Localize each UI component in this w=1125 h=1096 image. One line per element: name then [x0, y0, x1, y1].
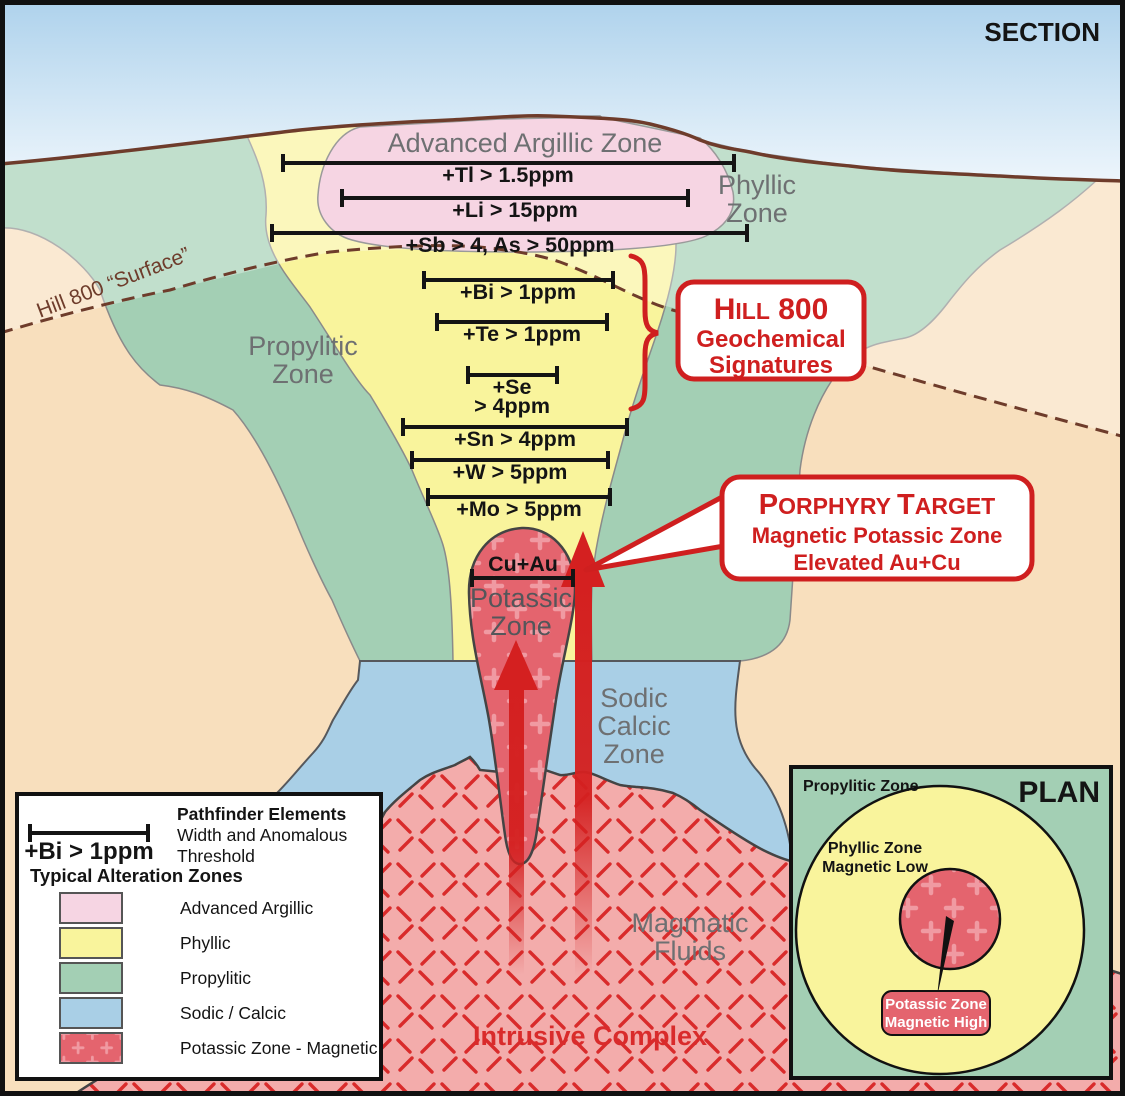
legend-swatch-advanced-argillic: [59, 892, 123, 924]
svg-text:Potassic Zone - Magnetic: Potassic Zone - Magnetic: [180, 1038, 378, 1058]
svg-text:> 4ppm: > 4ppm: [474, 394, 550, 418]
svg-text:Threshold: Threshold: [177, 846, 255, 866]
pathfinder-bar-li: +Li > 15ppm: [340, 189, 690, 222]
legend: +Bi > 1ppm Pathfinder Elements Width and…: [15, 792, 383, 1081]
svg-text:Calcic: Calcic: [597, 711, 671, 741]
svg-text:Cu+Au: Cu+Au: [488, 552, 558, 576]
svg-text:+Te > 1ppm: +Te > 1ppm: [463, 322, 581, 346]
svg-text:Magmatic: Magmatic: [631, 908, 748, 938]
advanced-argillic-zone-region: [317, 116, 735, 253]
legend-sample-bar: +Bi > 1ppm: [24, 824, 154, 865]
svg-text:Propylitic: Propylitic: [248, 331, 358, 361]
pathfinder-bar-cuau: Cu+Au: [470, 552, 575, 587]
magmatic-fluids-label: Magmatic Fluids: [631, 908, 748, 966]
svg-text:Phyllic: Phyllic: [180, 933, 231, 953]
sodic-calcic-label: Sodic Calcic Zone: [597, 683, 671, 769]
propylitic-label: Propylitic Zone: [248, 331, 358, 389]
svg-text:+W > 5ppm: +W > 5ppm: [453, 460, 568, 484]
svg-text:Elevated Au+Cu: Elevated Au+Cu: [793, 550, 960, 575]
svg-text:+Bi > 1ppm: +Bi > 1ppm: [460, 280, 576, 304]
advanced-argillic-label: Advanced Argillic Zone: [388, 128, 663, 158]
svg-text:+Se: +Se: [493, 375, 532, 399]
legend-swatch-potassic: [59, 1032, 123, 1064]
svg-text:Zone: Zone: [603, 739, 665, 769]
svg-text:Phyllic: Phyllic: [718, 170, 796, 200]
phyllic-label: Phyllic Zone: [718, 170, 796, 228]
pathfinder-bar-tl: +Tl > 1.5ppm: [281, 154, 736, 187]
svg-text:Propylitic Zone: Propylitic Zone: [803, 778, 919, 795]
hill800-surface-line: [0, 244, 1125, 439]
svg-text:Zone: Zone: [272, 359, 334, 389]
svg-text:Advanced Argillic: Advanced Argillic: [180, 898, 314, 918]
svg-text:Magnetic Potassic Zone: Magnetic Potassic Zone: [752, 523, 1003, 548]
svg-text:Pathfinder Elements: Pathfinder Elements: [177, 804, 346, 824]
geochem-brace: [628, 253, 659, 412]
pathfinder-bar-se: +Se > 4ppm: [466, 366, 559, 418]
hill800-callout: HILL 800 Geochemical Signatures: [675, 279, 867, 382]
pathfinder-bar-mo: +Mo > 5ppm: [426, 488, 612, 521]
plan-potassic-label: Potassic Zone Magnetic High: [881, 990, 991, 1036]
legend-swatch-sodic-calcic: [59, 997, 123, 1029]
svg-text:HILL 800: HILL 800: [714, 293, 829, 326]
svg-text:Propylitic: Propylitic: [180, 968, 251, 988]
surface-line: [0, 114, 1125, 183]
svg-text:Width and Anomalous: Width and Anomalous: [177, 825, 347, 845]
plan-needle: [937, 916, 954, 997]
pathfinder-bar-w: +W > 5ppm: [410, 451, 610, 484]
svg-text:Zone: Zone: [726, 198, 788, 228]
svg-text:Geochemical: Geochemical: [696, 326, 845, 353]
svg-text:Sodic / Calcic: Sodic / Calcic: [180, 1003, 286, 1023]
potassic-label: Potassic Zone: [470, 583, 572, 641]
intrusive-complex-label: Intrusive Complex: [473, 1021, 707, 1051]
svg-text:Typical Alteration Zones: Typical Alteration Zones: [30, 865, 243, 886]
plan-inset: Propylitic Zone PLAN Phyllic Zone Magnet…: [789, 765, 1113, 1080]
svg-text:Fluids: Fluids: [654, 936, 726, 966]
svg-text:Phyllic Zone: Phyllic Zone: [828, 840, 922, 857]
svg-text:Zone: Zone: [490, 611, 552, 641]
legend-swatch-propylitic: [59, 962, 123, 994]
svg-text:PORPHYRY TARGET: PORPHYRY TARGET: [759, 489, 995, 521]
pathfinder-bar-sb-as: +Sb > 4, As > 50ppm: [270, 224, 749, 257]
svg-text:+Tl > 1.5ppm: +Tl > 1.5ppm: [442, 163, 573, 187]
svg-text:Potassic: Potassic: [470, 583, 572, 613]
legend-swatch-phyllic: [59, 927, 123, 959]
svg-text:+Mo > 5ppm: +Mo > 5ppm: [456, 497, 581, 521]
porphyry-target-callout: PORPHYRY TARGET Magnetic Potassic Zone E…: [719, 474, 1035, 582]
pathfinder-bar-sn: +Sn > 4ppm: [401, 418, 629, 451]
svg-text:Potassic Zone: Potassic Zone: [885, 996, 987, 1013]
svg-text:+Li > 15ppm: +Li > 15ppm: [452, 198, 577, 222]
pathfinder-bar-te: +Te > 1ppm: [435, 313, 609, 346]
svg-text:+Sb > 4, As > 50ppm: +Sb > 4, As > 50ppm: [406, 233, 615, 257]
svg-text:Magnetic High: Magnetic High: [885, 1014, 988, 1031]
plan-title: PLAN: [1018, 776, 1100, 809]
svg-text:Sodic: Sodic: [600, 683, 668, 713]
section-title: SECTION: [984, 17, 1100, 47]
svg-text:Signatures: Signatures: [709, 352, 833, 379]
svg-text:+Sn > 4ppm: +Sn > 4ppm: [454, 427, 576, 451]
svg-text:Magnetic Low: Magnetic Low: [822, 859, 928, 876]
magmatic-arrow-left: [494, 640, 538, 975]
svg-text:+Bi > 1ppm: +Bi > 1ppm: [24, 838, 153, 865]
pathfinder-bar-bi: +Bi > 1ppm: [422, 271, 615, 304]
